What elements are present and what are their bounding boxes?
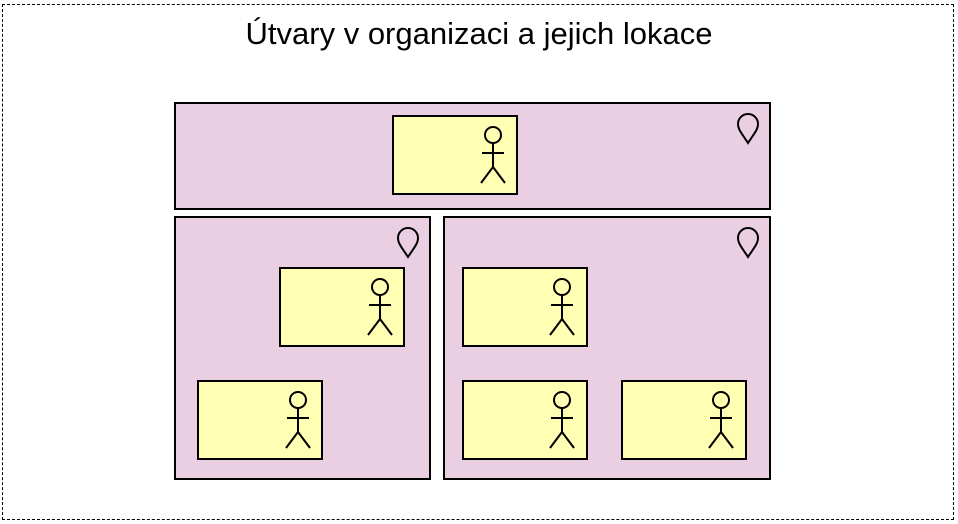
actor-box <box>621 380 747 460</box>
stick-figure-icon <box>708 391 734 449</box>
location-bottom-left <box>174 216 431 480</box>
diagram-frame <box>2 4 954 520</box>
stick-figure-icon <box>480 126 506 184</box>
diagram-title: Útvary v organizaci a jejich lokace <box>245 16 713 51</box>
actor-box <box>462 380 588 460</box>
stick-figure-icon <box>285 391 311 449</box>
location-pin-icon <box>396 227 420 259</box>
actor-box <box>279 267 405 347</box>
location-top <box>174 102 771 210</box>
stick-figure-icon <box>549 391 575 449</box>
actor-box <box>392 115 518 195</box>
actor-box <box>197 380 323 460</box>
stick-figure-icon <box>549 278 575 336</box>
actor-box <box>462 267 588 347</box>
location-pin-icon <box>736 227 760 259</box>
stick-figure-icon <box>367 278 393 336</box>
location-bottom-right <box>443 216 771 480</box>
location-pin-icon <box>736 113 760 145</box>
